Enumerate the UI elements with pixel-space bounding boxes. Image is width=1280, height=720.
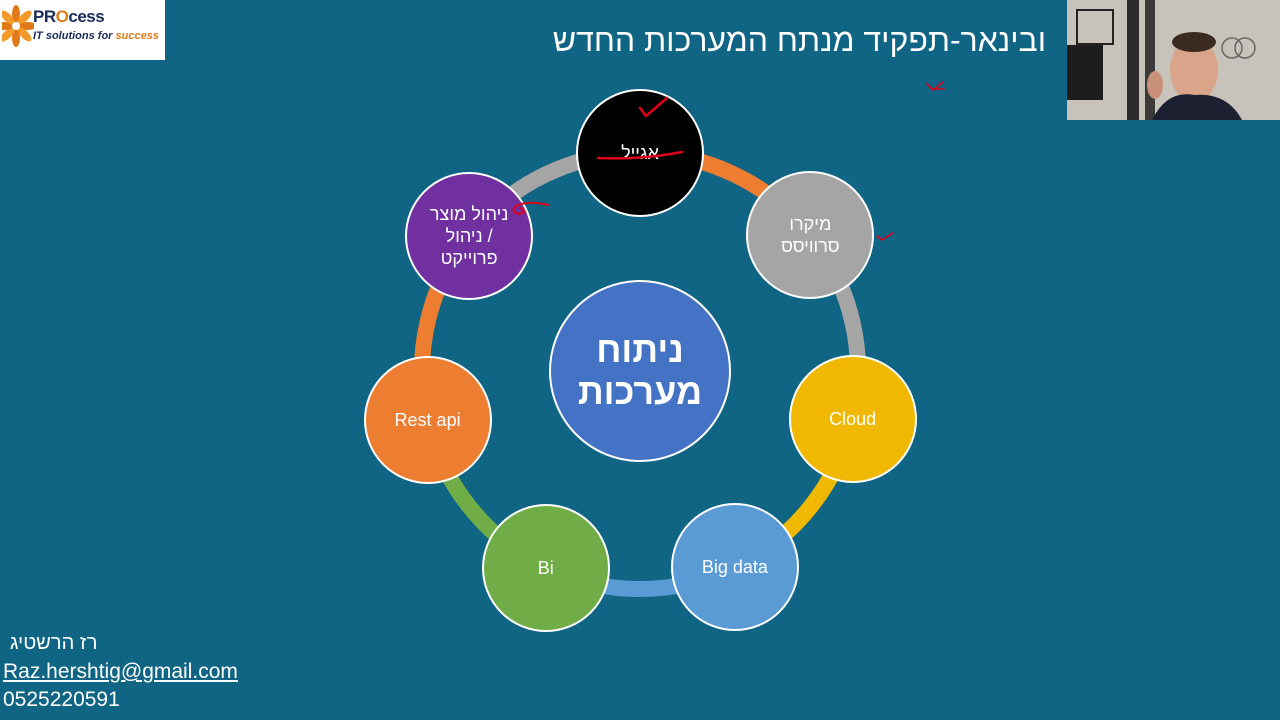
process-logo: PROcess IT solutions for success bbox=[0, 0, 165, 60]
logo-tagline: IT solutions for success bbox=[33, 30, 159, 42]
node-rest: Rest api bbox=[363, 356, 492, 485]
node-bi-label: Bi bbox=[537, 557, 554, 578]
node-bigdata: Big data bbox=[670, 503, 799, 632]
node-bi: Bi bbox=[481, 503, 610, 632]
center-node: ניתוח מערכות bbox=[549, 280, 731, 462]
slide-title: ובינאר-תפקיד מנתח המערכות החדש bbox=[552, 22, 1046, 58]
node-agile: אגייל bbox=[576, 89, 704, 217]
node-micro-label: מיקרו סרוויסס bbox=[781, 213, 840, 256]
node-cloud-label: Cloud bbox=[829, 409, 877, 430]
flower-icon bbox=[2, 5, 34, 47]
node-micro: מיקרו סרוויסס bbox=[746, 170, 875, 299]
presenter-webcam bbox=[1067, 0, 1280, 120]
node-product: ניהול מוצר / ניהול פרוייקט bbox=[405, 171, 534, 300]
node-product-label: ניהול מוצר / ניהול פרוייקט bbox=[429, 203, 509, 268]
node-bigdata-label: Big data bbox=[701, 557, 768, 578]
email-link[interactable]: Raz.hershtig@gmail.com bbox=[3, 660, 238, 683]
node-agile-label: אגייל bbox=[621, 143, 659, 163]
phone-number: 0525220591 bbox=[3, 688, 120, 711]
center-node-label: ניתוח מערכות bbox=[577, 329, 703, 412]
node-cloud: Cloud bbox=[788, 355, 917, 484]
node-rest-label: Rest api bbox=[394, 410, 461, 431]
logo-brand: PROcess bbox=[33, 7, 105, 26]
author-name: רז הרשטיג bbox=[10, 632, 98, 654]
